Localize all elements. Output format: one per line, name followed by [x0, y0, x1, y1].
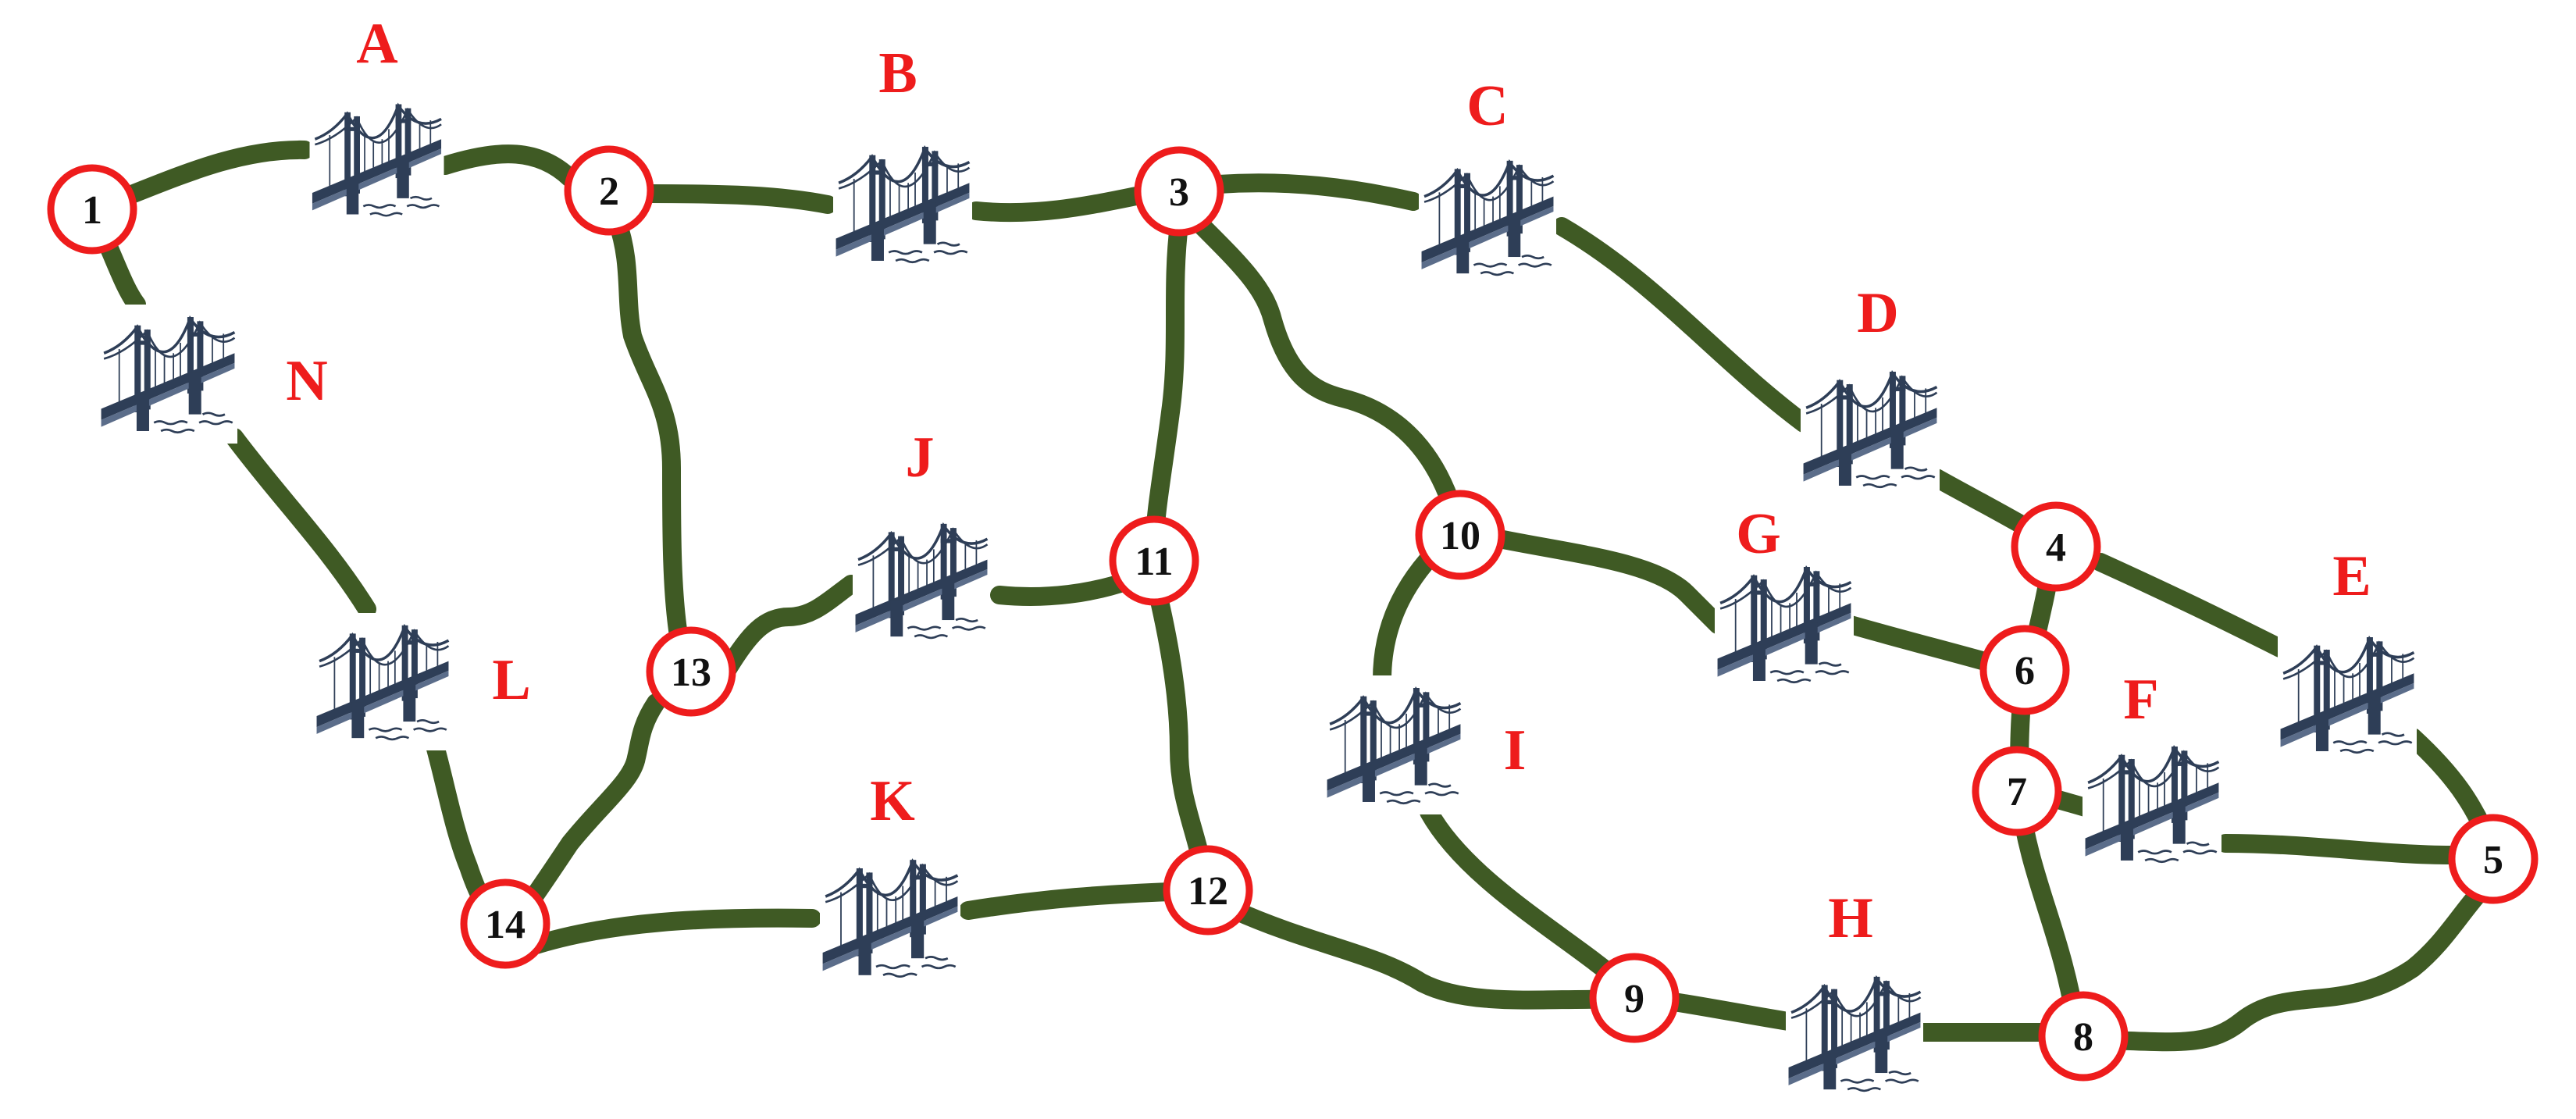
node-label-9: 9	[1624, 977, 1644, 1021]
road-14-K	[522, 908, 821, 956]
nodes: 1 2 3 4 5 6 7 8	[47, 145, 2539, 1082]
node-10: 10	[1415, 490, 1505, 580]
node-label-2: 2	[599, 169, 619, 214]
bridge-label-F: F	[2123, 668, 2158, 732]
node-13: 13	[646, 626, 736, 717]
bridge-icon-N	[97, 305, 239, 444]
bridge-label-N: N	[286, 349, 327, 413]
node-label-3: 3	[1169, 170, 1189, 215]
road-2-B	[639, 184, 837, 214]
node-label-5: 5	[2483, 838, 2503, 882]
bridge-icon-F	[2081, 734, 2223, 873]
road-3-10	[1193, 217, 1462, 517]
bridge-icon-K	[818, 847, 962, 988]
node-5: 5	[2448, 814, 2539, 904]
node-label-11: 11	[1135, 540, 1173, 584]
node-label-12: 12	[1188, 869, 1228, 914]
road-C-D	[1552, 217, 1813, 433]
road-B-3	[967, 186, 1149, 223]
road-10-G	[1490, 529, 1727, 634]
node-3: 3	[1134, 146, 1224, 237]
node-label-4: 4	[2046, 526, 2066, 570]
node-7: 7	[1972, 746, 2062, 836]
node-label-1: 1	[82, 188, 102, 233]
bridge-label-D: D	[1857, 281, 1898, 345]
bridge-label-L: L	[492, 648, 530, 712]
road-3-11	[1145, 216, 1188, 556]
road-13-J	[717, 575, 860, 681]
bridge-icon-C	[1417, 148, 1558, 286]
bridge-icon-E	[2276, 625, 2418, 764]
road-A-2	[436, 144, 579, 187]
node-1: 1	[47, 164, 137, 255]
bridge-label-K: K	[870, 769, 915, 833]
bridge-labels: A B C D E F G H I J K L N	[286, 12, 2371, 950]
bridge-icon-D	[1799, 359, 1941, 498]
bridge-label-I: I	[1504, 718, 1527, 782]
node-14: 14	[460, 878, 550, 969]
road-F-5	[2216, 834, 2461, 864]
node-8: 8	[2038, 991, 2129, 1082]
road-G-6	[1841, 615, 2008, 675]
road-I-9	[1420, 803, 1634, 995]
bridge-icon-J	[851, 511, 992, 649]
road-13-14	[515, 693, 665, 919]
node-label-6: 6	[2015, 649, 2035, 693]
bridge-label-C: C	[1466, 74, 1508, 138]
road-4-E	[2091, 553, 2289, 658]
bridge-label-J: J	[906, 426, 935, 490]
node-label-8: 8	[2073, 1015, 2093, 1060]
road-N-L	[225, 428, 376, 618]
road-3-C	[1209, 173, 1423, 211]
bridge-label-H: H	[1828, 886, 1873, 950]
bridge-icon-H	[1784, 964, 1925, 1102]
bridge-label-B: B	[878, 41, 917, 105]
road-J-11	[990, 570, 1142, 606]
bridge-icon-B	[832, 134, 974, 273]
bridge-icon-G	[1713, 554, 1855, 693]
node-4: 4	[2011, 501, 2101, 592]
node-12: 12	[1163, 845, 1253, 935]
node-label-7: 7	[2007, 770, 2027, 814]
bridge-icon-I	[1323, 675, 1465, 814]
node-9: 9	[1589, 953, 1680, 1043]
road-12-9	[1224, 900, 1618, 1010]
road-K-12	[959, 882, 1181, 920]
road-8-5	[2099, 865, 2508, 1052]
bridge-icon-A	[308, 92, 446, 226]
node-label-13: 13	[671, 650, 711, 695]
node-6: 6	[1979, 625, 2070, 715]
node-label-14: 14	[485, 903, 526, 947]
node-11: 11	[1109, 515, 1199, 606]
node-2: 2	[564, 145, 654, 236]
road-2-13	[607, 211, 689, 650]
bridge-icon-L	[312, 613, 453, 750]
road-network	[84, 140, 2508, 1052]
bridge-label-E: E	[2332, 544, 2371, 608]
bridge-label-A: A	[356, 12, 397, 76]
road-11-12	[1145, 568, 1212, 876]
bridge-label-G: G	[1736, 502, 1781, 566]
node-label-10: 10	[1440, 514, 1480, 558]
